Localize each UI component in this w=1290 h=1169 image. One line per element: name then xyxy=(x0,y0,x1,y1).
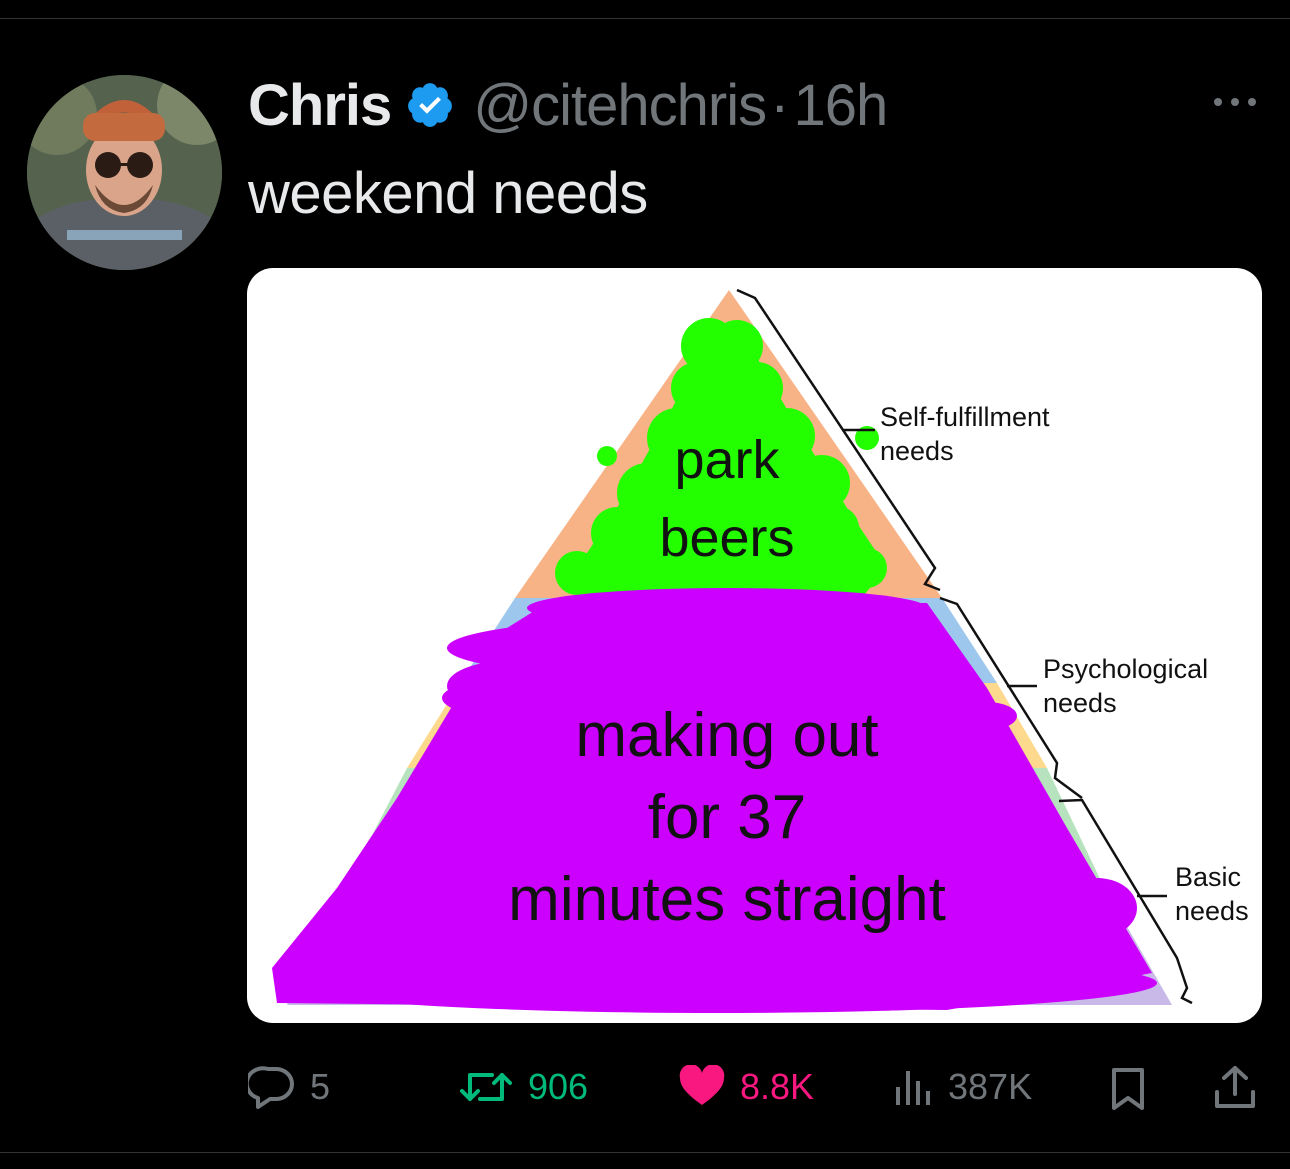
meme-bottom-line-1: making out xyxy=(575,701,878,770)
tweet-media-image[interactable]: Self-fulfillment needs Psychological nee… xyxy=(247,268,1262,1023)
verified-badge-icon xyxy=(408,83,453,127)
share-icon[interactable] xyxy=(1212,1064,1258,1112)
like-button[interactable]: 8.8K xyxy=(678,1062,814,1112)
author-name[interactable]: Chris xyxy=(248,72,392,138)
retweet-count: 906 xyxy=(528,1066,589,1107)
avatar[interactable] xyxy=(27,75,222,270)
reply-count: 5 xyxy=(310,1066,331,1107)
meme-bottom-line-3: minutes straight xyxy=(508,865,946,934)
tier-label-psychological: Psychological xyxy=(1043,654,1208,684)
tweet-header: Chris @citehchris · 16h xyxy=(248,72,888,138)
meme-top-line-1: park xyxy=(674,430,780,490)
views-button[interactable]: 387K xyxy=(890,1062,1032,1112)
tier-label-psychological-needs: needs xyxy=(1043,688,1117,718)
purple-scribble xyxy=(272,588,1157,1013)
tier-label-basic-needs: needs xyxy=(1175,896,1249,926)
tier-label-basic: Basic xyxy=(1175,862,1241,892)
reply-icon xyxy=(248,1066,294,1109)
views-icon xyxy=(896,1071,930,1105)
views-count: 387K xyxy=(948,1066,1033,1107)
tier-label-self-fulfillment-needs: needs xyxy=(880,436,954,466)
bottom-divider xyxy=(0,1152,1290,1153)
reply-button[interactable]: 5 xyxy=(248,1062,330,1112)
tier-label-self-fulfillment: Self-fulfillment xyxy=(880,402,1050,432)
bookmark-icon[interactable] xyxy=(1108,1066,1148,1112)
more-icon[interactable] xyxy=(1212,92,1258,112)
meme-bottom-line-2: for 37 xyxy=(648,783,807,852)
tier-brackets xyxy=(736,288,1193,1005)
green-scribble xyxy=(555,318,887,603)
tweet-text: weekend needs xyxy=(248,161,648,226)
top-divider xyxy=(0,18,1290,19)
like-count: 8.8K xyxy=(740,1066,815,1107)
retweet-icon xyxy=(460,1073,512,1101)
retweet-button[interactable]: 906 xyxy=(458,1062,588,1112)
author-handle[interactable]: @citehchris xyxy=(473,72,767,138)
meme-top-line-2: beers xyxy=(659,508,794,568)
tweet-timestamp[interactable]: 16h xyxy=(793,72,888,138)
header-separator: · xyxy=(770,72,790,138)
like-icon xyxy=(679,1065,725,1105)
